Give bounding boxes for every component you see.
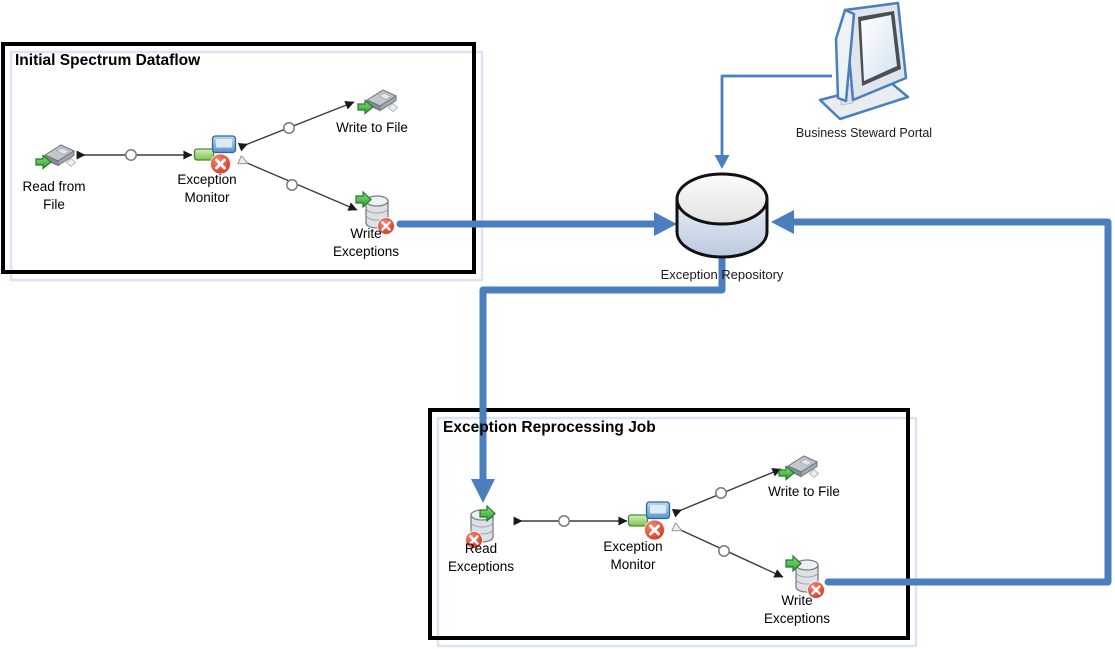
exception-repository-database-icon <box>675 172 769 259</box>
label-line: Exceptions <box>763 611 831 626</box>
flow-portal-to-repository <box>714 74 832 169</box>
label-line: Monitor <box>184 190 230 205</box>
business-steward-portal-icon <box>818 1 910 121</box>
write-exceptions-label: Write Exceptions <box>333 225 399 261</box>
label-line: Write <box>781 593 813 608</box>
initial-dataflow-box <box>1 42 484 282</box>
exception-monitor-label-2: Exception Monitor <box>603 538 662 574</box>
read-exceptions-label: Read Exceptions <box>448 540 514 576</box>
label-line: Read <box>464 541 498 556</box>
write-to-file-label-2: Write to File <box>768 484 840 499</box>
write-to-file-label: Write to File <box>336 120 408 135</box>
exception-monitor-icon <box>193 134 237 176</box>
initial-dataflow-channel-ports <box>125 122 298 191</box>
label-line: Exceptions <box>447 559 515 574</box>
reprocessing-job-title: Exception Reprocessing Job <box>443 419 656 436</box>
flow-repository-to-read-exceptions <box>471 257 726 503</box>
exception-repository-label: Exception Repository <box>660 267 784 282</box>
write-exceptions-label-2: Write Exceptions <box>764 592 830 628</box>
exception-monitor-label: Exception Monitor <box>177 171 236 207</box>
label-line: Exception <box>603 539 663 554</box>
label-line: Exception <box>177 172 237 187</box>
label-line: Read from <box>22 179 86 194</box>
exception-monitor-icon-2 <box>627 500 671 542</box>
write-to-file-icon-2 <box>778 455 820 481</box>
reprocessing-job-channel-ports <box>558 487 730 557</box>
label-line: File <box>43 197 65 212</box>
label-line: Write <box>350 226 382 241</box>
read-from-file-icon <box>35 144 77 170</box>
initial-dataflow-title: Initial Spectrum Dataflow <box>15 52 201 69</box>
label-line: Monitor <box>610 557 656 572</box>
write-to-file-icon <box>357 89 399 115</box>
business-steward-portal-label: Business Steward Portal <box>795 126 933 140</box>
label-line: Exceptions <box>332 244 400 259</box>
flow-reprocess-write-exceptions-to-repository <box>771 210 1112 586</box>
flow-write-exceptions-to-repository <box>396 212 677 236</box>
read-from-file-label: Read from File <box>22 178 85 214</box>
reprocessing-job-box <box>428 408 918 648</box>
